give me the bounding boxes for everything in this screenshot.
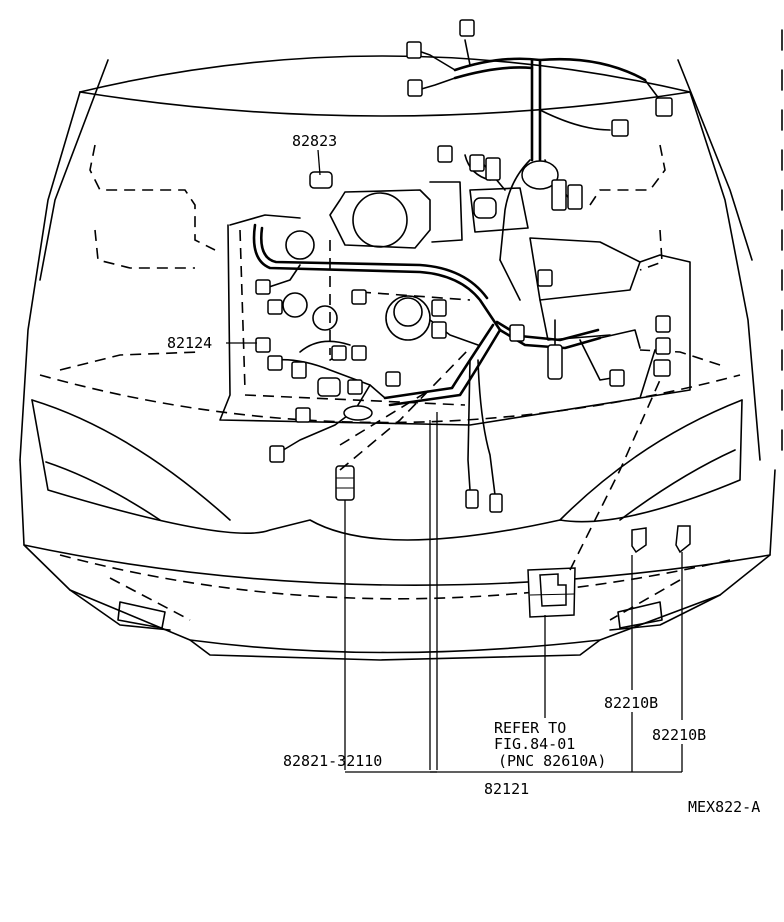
car-body-outline bbox=[19, 55, 776, 661]
label-refer-line3: (PNC 82610A) bbox=[498, 752, 606, 770]
engine-bay-outline bbox=[59, 144, 721, 371]
label-82823: 82823 bbox=[292, 132, 337, 150]
part-labels: 82823 82124 82821-32110 REFER TO FIG.84-… bbox=[167, 132, 760, 816]
figure-code: MEX822-A bbox=[688, 798, 760, 816]
label-refer-line1: REFER TO bbox=[494, 719, 566, 737]
harness-main-trunk bbox=[252, 39, 661, 496]
label-82121: 82121 bbox=[484, 780, 529, 798]
label-82210b-left: 82210B bbox=[604, 694, 658, 712]
label-82210b-right: 82210B bbox=[652, 726, 706, 744]
label-refer-line2: FIG.84-01 bbox=[494, 735, 575, 753]
hidden-routing-lines bbox=[339, 347, 661, 571]
connectors bbox=[255, 19, 691, 618]
label-82821-32110: 82821-32110 bbox=[283, 752, 382, 770]
engine-block bbox=[219, 181, 691, 426]
label-82124: 82124 bbox=[167, 334, 212, 352]
leader-lines bbox=[226, 149, 683, 773]
